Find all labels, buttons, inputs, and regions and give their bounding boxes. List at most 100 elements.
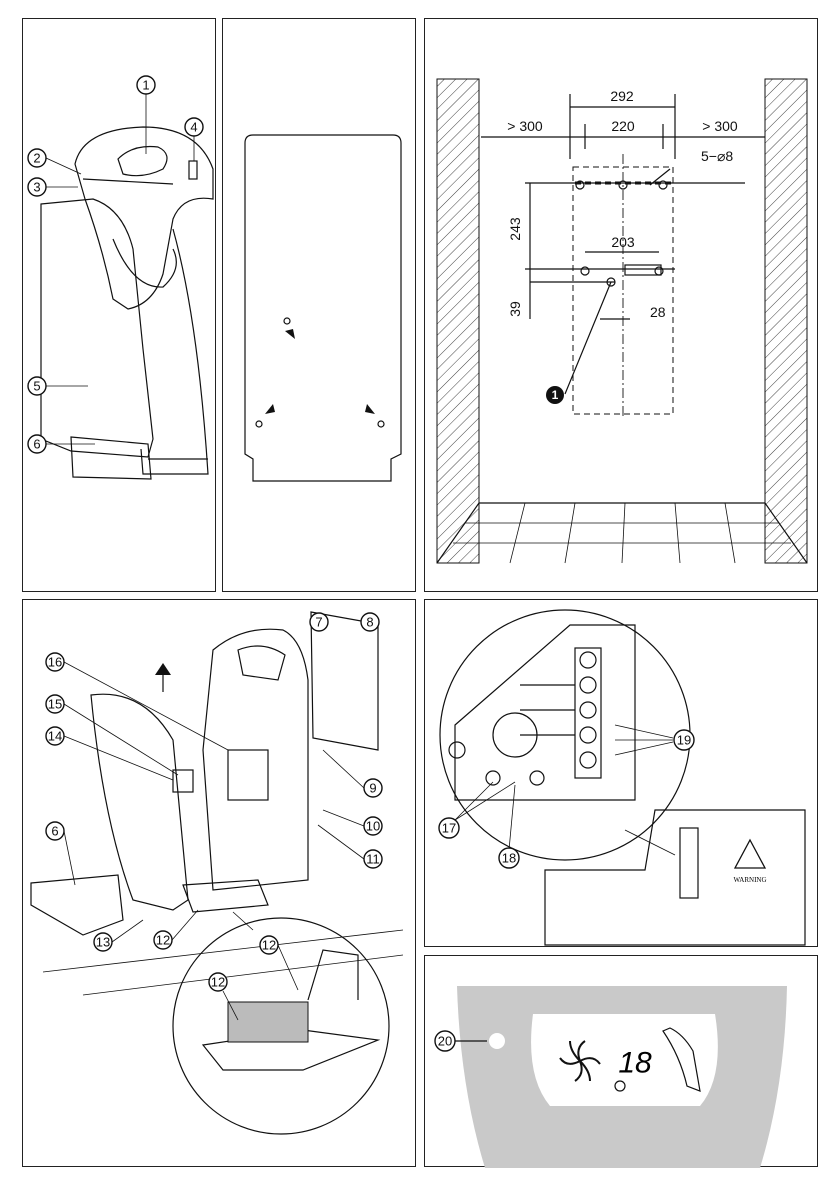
callout-3: 3: [28, 178, 46, 196]
svg-text:18: 18: [502, 851, 516, 866]
callout-10: 10: [364, 817, 382, 835]
callout-1: 1: [137, 76, 155, 94]
mounting-dimensions-drawing: 292 220 > 300 > 300 5−⌀8 203 243 39 28 1: [425, 19, 819, 593]
product-overview-drawing: 1 4 2 3 5 6: [23, 19, 217, 593]
template-outline: [245, 135, 401, 481]
callout-14: 14: [46, 727, 64, 745]
callout-6b: 6: [46, 822, 64, 840]
svg-text:6: 6: [33, 437, 40, 452]
panel-terminal-block: WARNING 19 17 18: [424, 599, 818, 947]
callout-6: 6: [28, 435, 46, 453]
callout-11: 11: [364, 850, 382, 868]
drip-tray: [71, 437, 151, 479]
back-plate: [311, 612, 378, 750]
dim-holes: 5−⌀8: [701, 148, 733, 164]
svg-text:15: 15: [48, 697, 62, 712]
filter-element: [228, 1002, 308, 1042]
filter-cover: [308, 950, 358, 1000]
hand-cavity: [113, 239, 176, 287]
callout-9: 9: [364, 779, 382, 797]
panel-product-overview: 1 4 2 3 5 6: [22, 18, 216, 592]
callout-17: 17: [439, 818, 459, 838]
svg-text:12: 12: [156, 933, 170, 948]
dim-clearance-right: > 300: [702, 118, 738, 134]
svg-text:19: 19: [677, 733, 691, 748]
callout-15: 15: [46, 695, 64, 713]
svg-text:7: 7: [315, 615, 322, 630]
mount-hole-top: [284, 318, 290, 324]
svg-text:8: 8: [366, 615, 373, 630]
main-housing: [203, 629, 308, 890]
callout-18: 18: [499, 848, 519, 868]
dryer-head: [75, 127, 213, 309]
exploded-view-drawing: 7 8 16 15 14 9 6 10 11 13 12 12 12: [23, 600, 417, 1168]
arrow-up-icon: [285, 329, 295, 339]
svg-text:1: 1: [142, 78, 149, 93]
air-outlet-line: [83, 179, 173, 184]
svg-text:11: 11: [366, 852, 380, 867]
ground-screw: [449, 742, 465, 758]
svg-text:2: 2: [33, 151, 40, 166]
svg-text:1: 1: [552, 388, 559, 402]
svg-text:20: 20: [438, 1034, 452, 1049]
svg-text:14: 14: [48, 729, 62, 744]
callout-20: 20: [435, 1031, 455, 1051]
callout-12c: 12: [209, 973, 227, 991]
svg-text:12: 12: [211, 975, 225, 990]
panel-display: 18 20: [424, 955, 818, 1167]
front-cover-exploded: [91, 694, 188, 910]
svg-text:9: 9: [369, 781, 376, 796]
arrow-right-icon: [365, 404, 375, 414]
callout-16: 16: [46, 653, 64, 671]
arrow-left-icon: [265, 404, 275, 414]
motor-block: [228, 750, 268, 800]
floor-tiles: [453, 503, 791, 563]
wall-right: [765, 79, 807, 563]
wall-left: [437, 79, 479, 563]
panel-exploded-view: 7 8 16 15 14 9 6 10 11 13 12 12 12: [22, 599, 416, 1167]
display-drawing: 18 20: [425, 956, 819, 1168]
terminal-screws: [575, 648, 601, 778]
svg-text:3: 3: [33, 180, 40, 195]
terminal-block-drawing: WARNING 19 17 18: [425, 600, 819, 948]
front-cover: [41, 199, 153, 457]
callout-7: 7: [310, 613, 328, 631]
callout-4: 4: [185, 118, 203, 136]
housing-side: [141, 229, 208, 474]
svg-text:6: 6: [51, 824, 58, 839]
display-digits: 18: [618, 1047, 652, 1080]
svg-text:17: 17: [442, 821, 456, 836]
warning-label: WARNING: [733, 876, 766, 884]
dim-220: 220: [611, 118, 635, 134]
filter-tray: [183, 880, 268, 912]
arrow-up-icon: [155, 663, 171, 675]
dim-39: 39: [507, 301, 523, 317]
dim-28: 28: [650, 304, 666, 320]
base-part: [31, 875, 123, 935]
svg-text:10: 10: [366, 819, 380, 834]
callout-8: 8: [361, 613, 379, 631]
mount-hole-left: [256, 421, 262, 427]
callout-5: 5: [28, 377, 46, 395]
dryer-top-button: [118, 147, 167, 176]
marker-1: 1: [546, 386, 564, 404]
svg-text:4: 4: [190, 120, 197, 135]
svg-text:12: 12: [262, 938, 276, 953]
dim-203: 203: [611, 234, 635, 250]
svg-text:13: 13: [96, 935, 110, 950]
callout-13: 13: [94, 933, 112, 951]
svg-text:5: 5: [33, 379, 40, 394]
dim-clearance-left: > 300: [507, 118, 543, 134]
panel-mounting-dimensions: 292 220 > 300 > 300 5−⌀8 203 243 39 28 1: [424, 18, 818, 592]
dim-243: 243: [507, 217, 523, 241]
svg-text:16: 16: [48, 655, 62, 670]
panel-mounting-template: [222, 18, 416, 592]
mount-hole-right: [378, 421, 384, 427]
side-indicator: [189, 161, 197, 179]
sensor-dot: [489, 1033, 505, 1049]
mounting-template-drawing: [223, 19, 417, 593]
warning-triangle-icon: [735, 840, 765, 868]
dim-292: 292: [610, 88, 634, 104]
callout-12b: 12: [260, 936, 278, 954]
callout-12a: 12: [154, 931, 172, 949]
